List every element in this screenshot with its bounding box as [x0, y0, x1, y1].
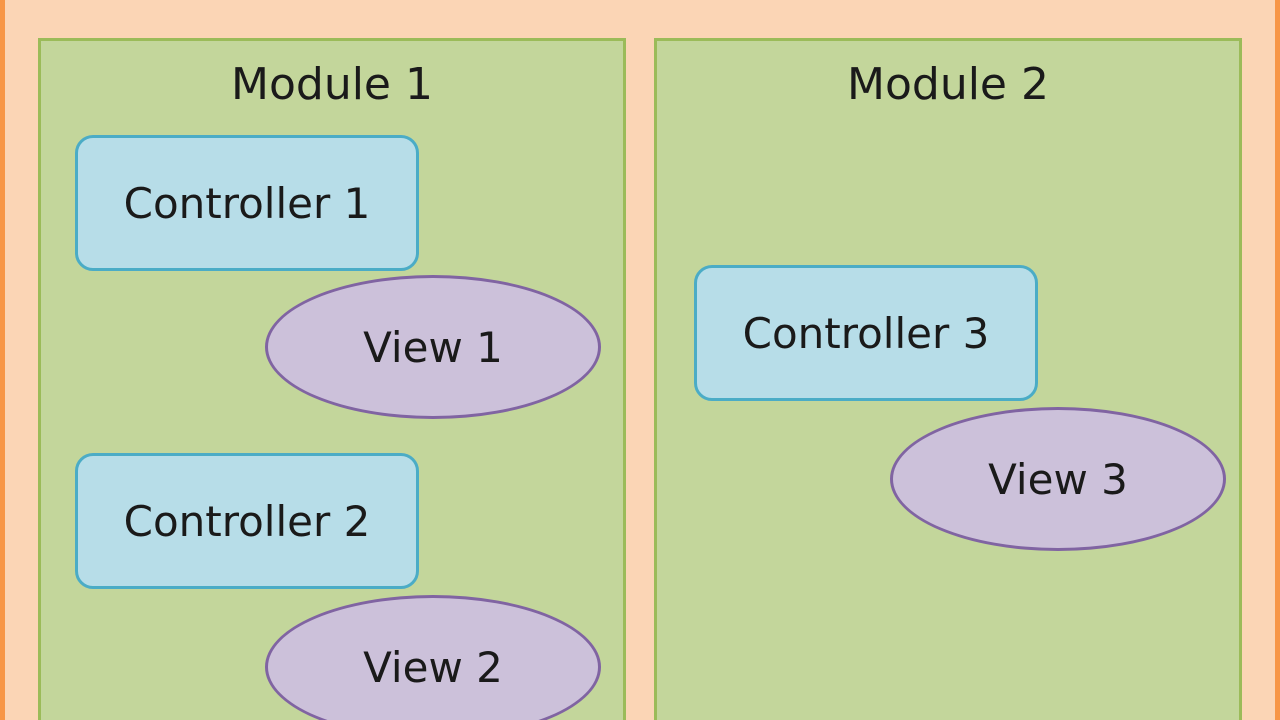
controller-3: Controller 3 — [694, 265, 1038, 401]
controller-1: Controller 1 — [75, 135, 419, 271]
view-label: View 2 — [363, 642, 503, 692]
view-2: View 2 — [265, 595, 601, 720]
module-1: Module 1 Controller 1 View 1 Controller … — [38, 38, 626, 720]
view-1: View 1 — [265, 275, 601, 419]
controller-label: Controller 2 — [123, 496, 371, 546]
view-3: View 3 — [890, 407, 1226, 551]
view-label: View 1 — [363, 322, 503, 372]
module-title: Module 2 — [847, 59, 1049, 110]
controller-label: Controller 3 — [742, 308, 990, 358]
module-2: Module 2 Controller 3 View 3 — [654, 38, 1242, 720]
controller-label: Controller 1 — [123, 178, 371, 228]
module-title: Module 1 — [231, 59, 433, 110]
controller-2: Controller 2 — [75, 453, 419, 589]
view-label: View 3 — [988, 454, 1128, 504]
